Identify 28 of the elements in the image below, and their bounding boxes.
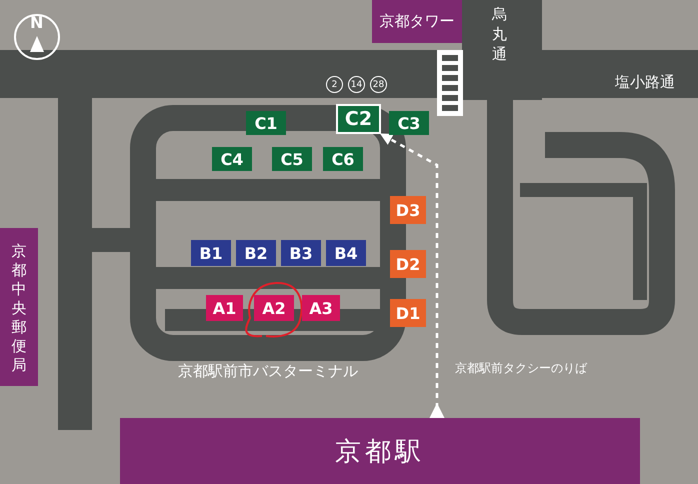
- bus-stop-sign: B1: [191, 240, 231, 266]
- bus-stop-sign: C6: [323, 147, 363, 171]
- bus-stop-sign: D1: [390, 299, 426, 327]
- station-building: 京都駅: [120, 418, 640, 484]
- area-label: 京都駅前タクシーのりば: [455, 360, 587, 377]
- area-label: 京都駅前市バスターミナル: [178, 362, 358, 381]
- route-number: 2: [326, 76, 343, 93]
- route-number: 28: [370, 76, 387, 93]
- building-block: 京都タワー: [372, 0, 462, 43]
- bus-stop-sign: C5: [272, 147, 312, 171]
- bus-stop-sign: B4: [326, 240, 366, 266]
- walking-route-arrow: [380, 132, 444, 418]
- bus-stop-sign: A2: [254, 295, 294, 321]
- bus-stop-sign: C2: [336, 104, 381, 134]
- street-name: 烏丸通: [492, 4, 508, 64]
- north-label: N: [30, 13, 44, 32]
- bus-stop-sign: C3: [389, 111, 429, 135]
- bus-stop-sign: D2: [390, 250, 426, 278]
- bus-stop-sign: C1: [246, 111, 286, 135]
- bus-stop-sign: A1: [206, 295, 243, 321]
- bus-stop-sign: B2: [236, 240, 276, 266]
- bus-stop-sign: A3: [302, 295, 340, 321]
- bus-stop-sign: D3: [390, 196, 426, 224]
- bus-stop-sign: B3: [281, 240, 321, 266]
- street-name: 塩小路通: [615, 73, 675, 92]
- building-block: 京都中央郵便局: [0, 228, 38, 386]
- route-number: 14: [348, 76, 365, 93]
- bus-stop-sign: C4: [212, 147, 252, 171]
